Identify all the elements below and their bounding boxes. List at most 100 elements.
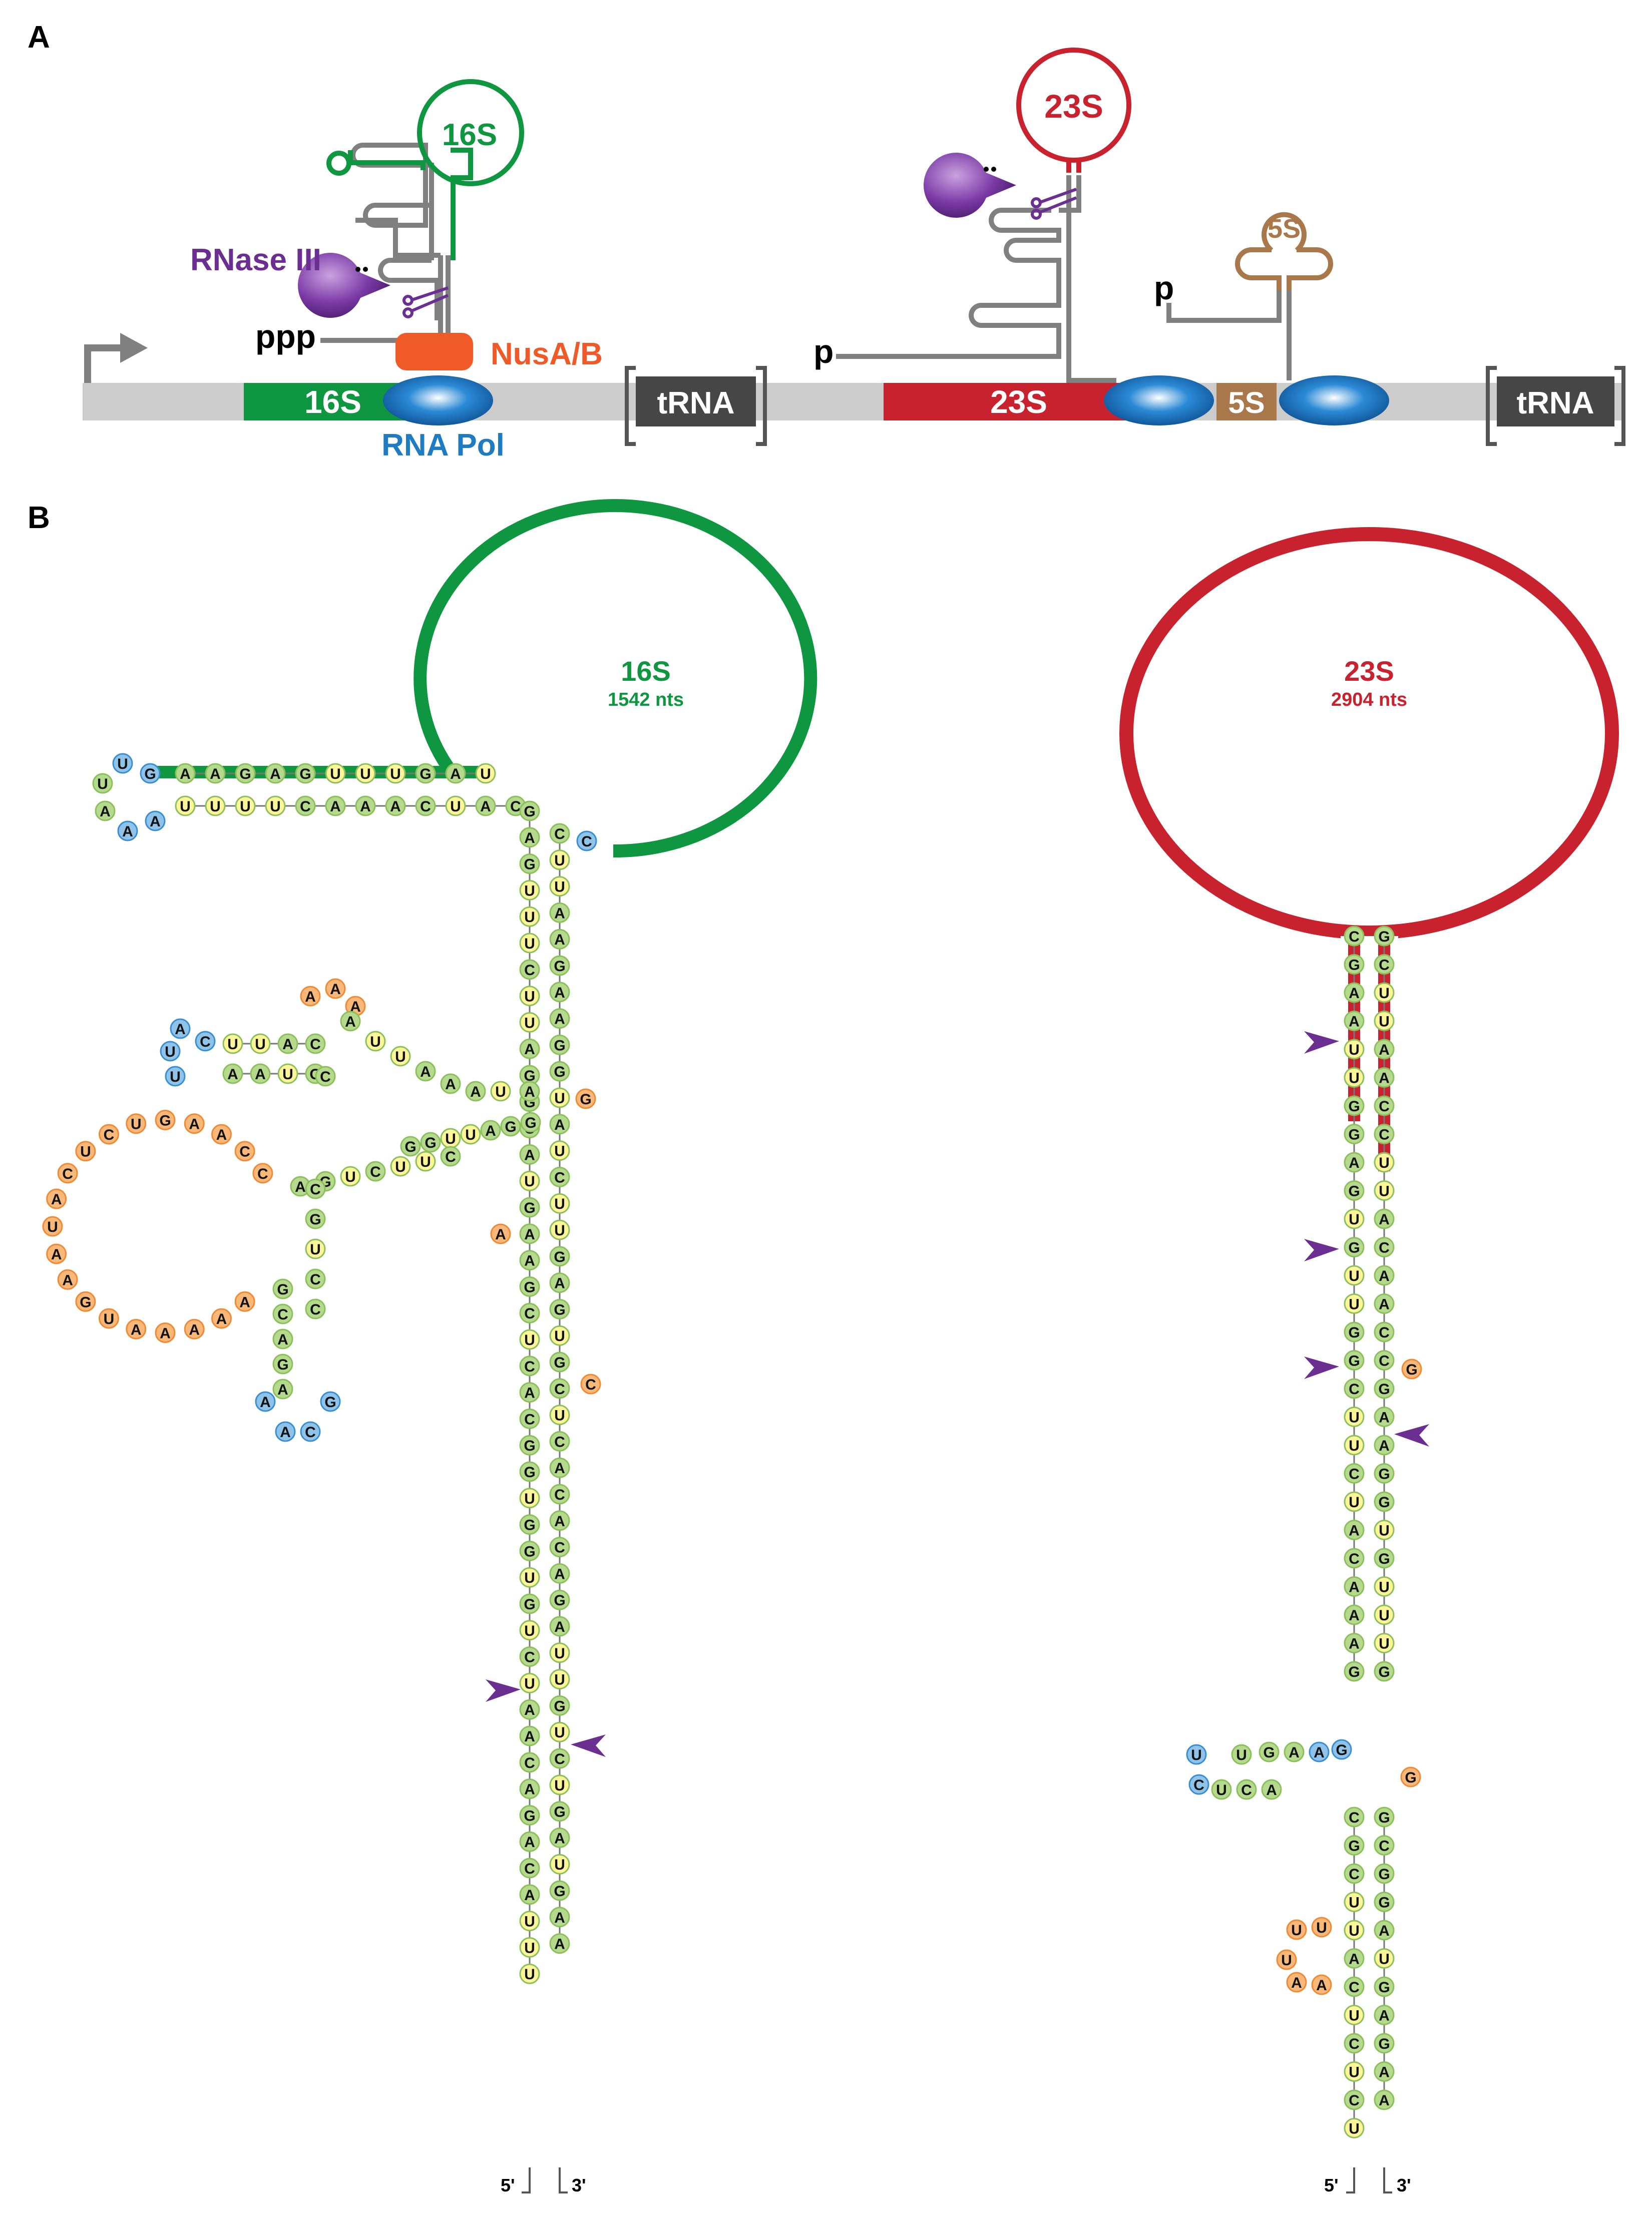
- nt-16s-lower-arm: U: [235, 795, 256, 816]
- nt-23s-lower-3p: G: [1374, 1863, 1395, 1884]
- svg-text:G: G: [1378, 1810, 1390, 1826]
- svg-text:G: G: [1378, 929, 1390, 945]
- svg-text:A: A: [1379, 1268, 1390, 1284]
- svg-text:U: U: [240, 798, 251, 815]
- nt-16s-3p-strand: C: [549, 823, 570, 844]
- nt-16s-3p-strand: A: [549, 1616, 570, 1637]
- nt-16s-upper-arm: G: [415, 763, 436, 784]
- nt-23s-5p-strand: U: [1344, 1293, 1365, 1314]
- svg-text:A: A: [277, 1332, 288, 1348]
- nt-23s-5p-strand: A: [1344, 1633, 1365, 1653]
- nt-16s-3p-strand: C: [549, 1378, 570, 1399]
- nt-16s-loop-c: A: [46, 1243, 67, 1264]
- nt-16s-loop-c: U: [75, 1141, 96, 1162]
- svg-text:G: G: [554, 1883, 565, 1900]
- nt-23s-5p-strand: C: [1344, 1548, 1365, 1569]
- nt-16s-lower-arm: A: [355, 795, 376, 816]
- svg-text:A: A: [1349, 985, 1360, 1002]
- svg-text:G: G: [420, 766, 431, 782]
- svg-text:U: U: [47, 1219, 58, 1235]
- nt-23s-5p-strand: C: [1344, 1463, 1365, 1484]
- arrowhead-23s-4: [1394, 1424, 1429, 1447]
- nt-16s-5p-strand: U: [519, 1012, 540, 1033]
- nt-23s-lower-5p: C: [1344, 1863, 1365, 1884]
- svg-text:C: C: [1379, 1127, 1390, 1143]
- nt-23s-side-loop: U: [1186, 1744, 1207, 1765]
- svg-text:C: C: [1349, 2092, 1360, 2109]
- svg-text:C: C: [554, 1434, 565, 1450]
- svg-text:U: U: [524, 1015, 535, 1031]
- nt-16s-5p-strand: A: [519, 1144, 540, 1165]
- svg-text:A: A: [216, 1127, 227, 1143]
- svg-text:U: U: [554, 1143, 565, 1160]
- svg-text:A: A: [131, 1321, 142, 1338]
- svg-text:C: C: [1349, 1466, 1360, 1483]
- svg-text:A: A: [100, 803, 111, 820]
- svg-text:A: A: [1379, 1070, 1390, 1087]
- nt-16s-5p-strand: U: [519, 986, 540, 1007]
- ring-23s: [1119, 527, 1619, 940]
- svg-text:C: C: [524, 1649, 535, 1666]
- svg-text:G: G: [1348, 1353, 1360, 1370]
- trna-box-1: [636, 376, 756, 426]
- svg-text:A: A: [554, 1566, 565, 1582]
- nt-23s-side-loop: G: [1331, 1739, 1352, 1760]
- svg-text:U: U: [554, 852, 565, 869]
- svg-text:U: U: [554, 1724, 565, 1741]
- svg-text:C: C: [257, 1166, 268, 1182]
- svg-text:C: C: [1349, 2036, 1360, 2052]
- nt-16s-hairpin-loop: U: [92, 773, 113, 794]
- nt-16s-loop-b-bottom: U: [277, 1063, 298, 1084]
- svg-text:G: G: [1378, 1494, 1390, 1511]
- svg-text:G: G: [299, 766, 311, 782]
- svg-text:A: A: [1349, 1579, 1360, 1596]
- svg-text:C: C: [310, 1036, 321, 1053]
- svg-text:C: C: [1349, 1551, 1360, 1567]
- svg-text:C: C: [1241, 1782, 1252, 1799]
- svg-text:U: U: [330, 766, 341, 782]
- svg-text:G: G: [1378, 1979, 1390, 1996]
- nt-23s-3p-strand: U: [1374, 1152, 1395, 1173]
- nt-16s-loop-b-bulge: A: [325, 978, 346, 999]
- nt-23s-side-loop: A: [1309, 1741, 1330, 1762]
- nt-16s-5p-strand: C: [519, 1752, 540, 1773]
- svg-text:G: G: [524, 1279, 535, 1295]
- svg-text:G: G: [239, 766, 251, 782]
- svg-text:C: C: [370, 1164, 381, 1180]
- nt-16s-loop-c-tip: G: [320, 1391, 341, 1412]
- svg-text:U: U: [360, 766, 371, 782]
- svg-text:A: A: [495, 1226, 506, 1243]
- svg-text:G: G: [1406, 1362, 1417, 1378]
- nt-23s-lower-5p: U: [1344, 1892, 1365, 1912]
- nt-16s-loop-b-apex: U: [165, 1066, 186, 1087]
- nt-16s-5p-strand: U: [519, 1937, 540, 1958]
- nt-16s-loop-c-arm2: U: [390, 1156, 411, 1177]
- rnase-eye-3: [984, 167, 989, 172]
- svg-text:C: C: [1349, 1979, 1360, 1996]
- svg-text:U: U: [1379, 1523, 1390, 1539]
- svg-text:C: C: [1349, 1866, 1360, 1883]
- gene-23s: [884, 383, 1139, 420]
- svg-text:G: G: [1348, 1838, 1360, 1855]
- nt-16s-3p-strand: U: [549, 1140, 570, 1161]
- nt-23s-lower-3p: A: [1374, 2005, 1395, 2025]
- svg-text:A: A: [1379, 2064, 1390, 2081]
- svg-text:A: A: [270, 766, 281, 782]
- svg-text:U: U: [1349, 1410, 1360, 1426]
- nt-16s-loop-c-tip: C: [300, 1421, 321, 1442]
- nt-23s-3p-strand: U: [1374, 1180, 1395, 1201]
- end-23s-3p: 3': [1397, 2175, 1411, 2195]
- svg-text:U: U: [450, 798, 461, 815]
- nt-16s-5p-strand: C: [519, 1356, 540, 1377]
- nt-16s-3p-strand: C: [549, 1166, 570, 1187]
- nt-23s-side-loop: C: [1236, 1779, 1257, 1800]
- svg-text:G: G: [505, 1119, 516, 1135]
- svg-text:G: G: [1378, 1866, 1390, 1883]
- svg-text:A: A: [180, 766, 191, 782]
- nt-16s-arm: A: [340, 1011, 361, 1032]
- nt-16s-upper-arm: G: [235, 763, 256, 784]
- nt-16s-3p-strand: A: [549, 1933, 570, 1954]
- nt-16s-arm: A: [415, 1061, 436, 1082]
- nt-16s-3p-strand: A: [549, 1907, 570, 1928]
- nt-16s-loop-c: U: [126, 1113, 147, 1134]
